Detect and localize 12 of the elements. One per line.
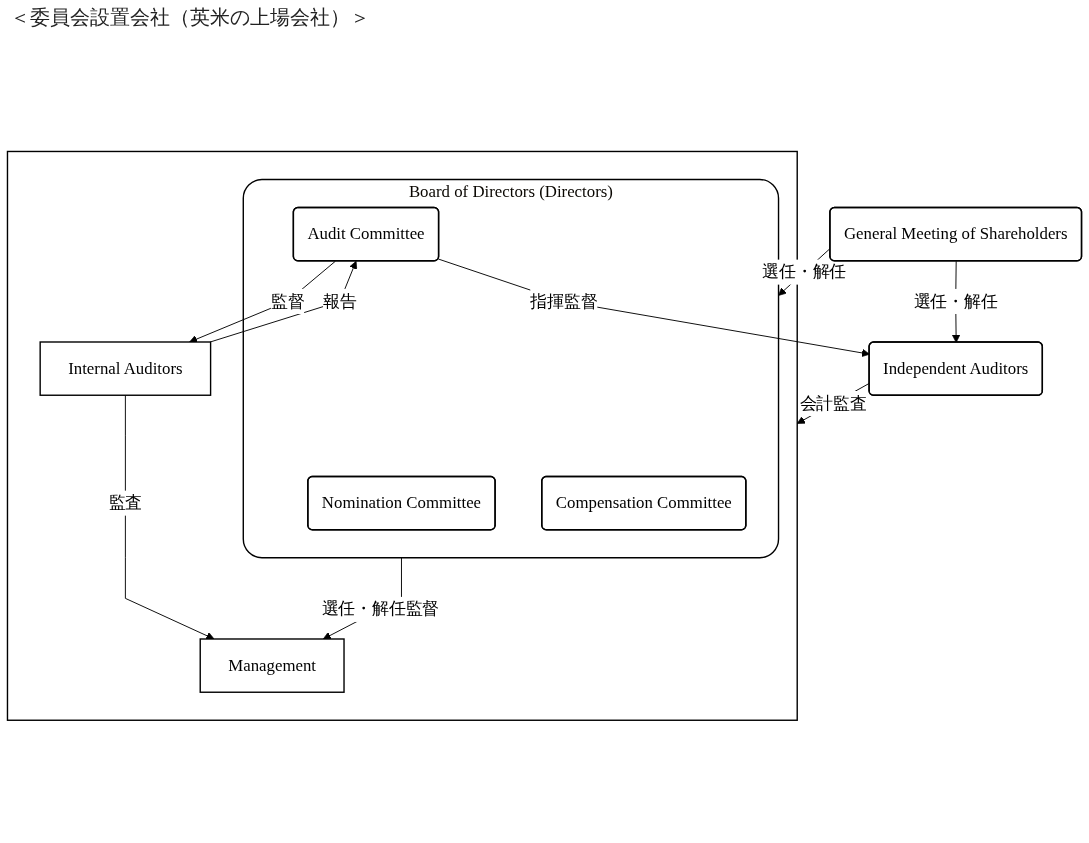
edge-label: 会計監査 — [799, 393, 867, 413]
edge-label: 選任・解任監督 — [321, 599, 440, 619]
node-box: Management — [199, 638, 345, 694]
edge-label: 監督 — [270, 291, 305, 311]
node-box: Internal Auditors — [39, 341, 212, 397]
edge-label: 指揮監督 — [530, 291, 598, 311]
diagram-title: ＜委員会設置会社（英米の上場会社）＞ — [10, 5, 370, 30]
edge-label: 選任・解任 — [913, 291, 998, 311]
cluster — [6, 150, 798, 722]
edge-label: 選任・解任 — [762, 262, 847, 282]
edge-label: 監査 — [108, 493, 143, 513]
edge-label: 報告 — [323, 291, 357, 311]
